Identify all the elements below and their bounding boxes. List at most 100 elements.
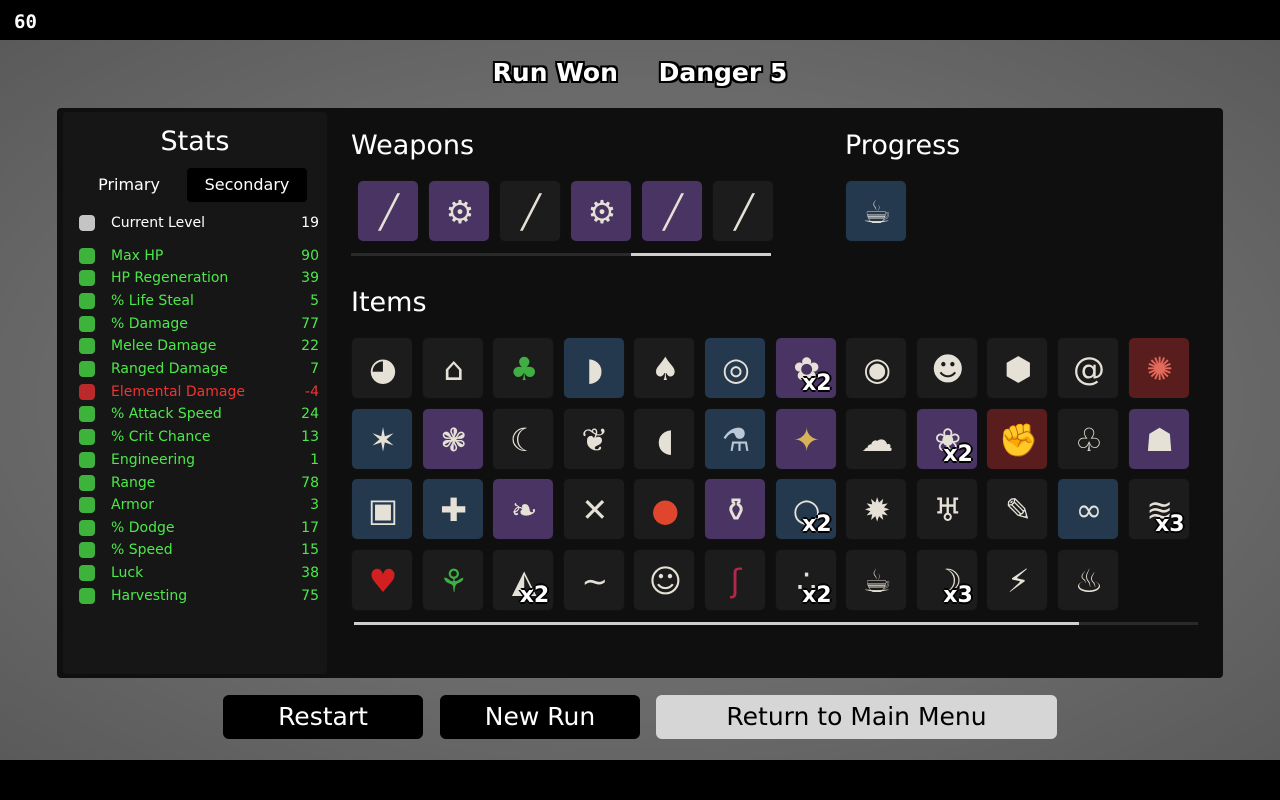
item-slot[interactable]: ~ bbox=[562, 549, 625, 612]
item-slot[interactable]: ☻ bbox=[915, 337, 978, 399]
item-slot[interactable]: ☺ bbox=[633, 549, 696, 612]
item-slot[interactable]: ⬢ bbox=[986, 337, 1049, 399]
item-slot[interactable]: ✊ bbox=[986, 407, 1049, 470]
weapon-slot[interactable]: ╱ bbox=[641, 180, 703, 242]
plant-pot-icon: ✿ bbox=[793, 350, 820, 388]
item-slot[interactable]: ♥ bbox=[351, 549, 413, 612]
weapons-scroll-thumb[interactable] bbox=[631, 253, 771, 256]
weapons-scrollbar[interactable] bbox=[351, 253, 771, 256]
item-slot[interactable]: ✦ bbox=[774, 407, 837, 470]
coal-icon: ⬢ bbox=[1004, 350, 1033, 388]
items-scroll-thumb[interactable] bbox=[354, 622, 1079, 625]
stick-icon: ╱ bbox=[734, 193, 754, 231]
item-slot[interactable]: ✹ bbox=[845, 478, 908, 541]
stat-value: 1 bbox=[310, 452, 319, 468]
item-slot[interactable]: ⌂ bbox=[421, 337, 484, 399]
saw-blade-icon: ⚙ bbox=[587, 193, 617, 231]
item-slot[interactable]: ⚘ bbox=[421, 549, 484, 612]
item-slot[interactable]: ☗ bbox=[1127, 407, 1190, 470]
sword-icon bbox=[79, 338, 95, 354]
item-slot[interactable]: ● bbox=[633, 478, 696, 541]
stat-value: 39 bbox=[301, 270, 319, 286]
item-slot[interactable]: @ bbox=[1057, 337, 1119, 399]
tab-primary[interactable]: Primary bbox=[98, 175, 160, 194]
tooth-icon: ♅ bbox=[933, 491, 963, 530]
item-slot[interactable]: ♧ bbox=[1057, 407, 1119, 470]
item-slot[interactable]: ❃ bbox=[421, 407, 484, 470]
item-slot[interactable]: ❦ bbox=[562, 407, 625, 470]
item-slot[interactable]: ▣ bbox=[351, 478, 413, 541]
item-slot[interactable]: ☽x3 bbox=[915, 549, 978, 612]
item-slot[interactable]: ♅ bbox=[915, 478, 978, 541]
weapon-slot[interactable]: ╱ bbox=[712, 180, 774, 242]
bottle-icon: ⚱ bbox=[722, 491, 750, 530]
stat-label: Current Level bbox=[111, 215, 205, 231]
item-slot[interactable]: ∞ bbox=[1057, 478, 1119, 541]
item-slot[interactable]: ☾ bbox=[492, 407, 555, 470]
items-scrollbar[interactable] bbox=[354, 622, 1198, 625]
dots-icon: ∴ bbox=[796, 562, 817, 601]
stat-label: Luck bbox=[111, 565, 144, 581]
progress-slot[interactable]: ☕ bbox=[845, 180, 907, 242]
item-slot[interactable]: ❧ bbox=[492, 478, 555, 541]
stat-value: 90 bbox=[301, 248, 319, 264]
stat-value: 5 bbox=[310, 293, 319, 309]
monkey-icon: ☺ bbox=[648, 562, 683, 601]
item-slot[interactable]: ∴x2 bbox=[774, 549, 837, 612]
weapon-slot[interactable]: ╱ bbox=[499, 180, 561, 242]
item-slot[interactable]: ≋x3 bbox=[1127, 478, 1190, 541]
item-slot[interactable]: ❀x2 bbox=[915, 407, 978, 470]
weapon-slot[interactable]: ⚙ bbox=[570, 180, 632, 242]
item-slot[interactable]: ♠ bbox=[633, 337, 696, 399]
bow-icon bbox=[79, 361, 95, 377]
turret-icon: ⌂ bbox=[443, 350, 464, 388]
item-quantity: x2 bbox=[943, 441, 973, 467]
item-slot[interactable]: ☁ bbox=[845, 407, 908, 470]
wheat-icon: ✦ bbox=[793, 420, 820, 459]
restart-button[interactable]: Restart bbox=[223, 695, 423, 739]
level-icon bbox=[79, 215, 95, 231]
saw-blade-icon: ⚙ bbox=[445, 193, 475, 231]
item-slot[interactable]: ⚗ bbox=[704, 407, 766, 470]
stat-row: Engineering 1 bbox=[75, 449, 319, 471]
item-slot[interactable]: ☕ bbox=[845, 549, 908, 612]
item-slot[interactable]: ◎ bbox=[704, 337, 766, 399]
item-slot[interactable]: ♣ bbox=[492, 337, 555, 399]
main-menu-button[interactable]: Return to Main Menu bbox=[656, 695, 1057, 739]
sprout-icon: ⚘ bbox=[439, 562, 468, 601]
item-slot[interactable]: ✺ bbox=[1127, 337, 1190, 399]
tab-secondary[interactable]: Secondary bbox=[187, 168, 307, 202]
item-slot[interactable]: ◗ bbox=[562, 337, 625, 399]
item-slot[interactable]: ʃ bbox=[704, 549, 766, 612]
item-slot[interactable]: ✚ bbox=[421, 478, 484, 541]
item-slot[interactable]: ○x2 bbox=[774, 478, 837, 541]
stat-value: 17 bbox=[301, 520, 319, 536]
item-slot[interactable]: ◭x2 bbox=[492, 549, 555, 612]
new-run-button[interactable]: New Run bbox=[440, 695, 640, 739]
weapon-slot[interactable]: ╱ bbox=[357, 180, 419, 242]
item-slot[interactable]: ⚡ bbox=[986, 549, 1049, 612]
item-slot[interactable]: ✕ bbox=[562, 478, 625, 541]
item-quantity: x2 bbox=[802, 371, 832, 396]
item-slot[interactable]: ⚱ bbox=[704, 478, 766, 541]
item-slot[interactable]: ✿x2 bbox=[774, 337, 837, 399]
boxing-glove-icon: ♥ bbox=[368, 562, 398, 601]
stat-label: % Speed bbox=[111, 542, 173, 558]
stat-label: % Attack Speed bbox=[111, 406, 222, 422]
weapon-slot[interactable]: ⚙ bbox=[428, 180, 490, 242]
arm-icon: ✊ bbox=[998, 420, 1039, 459]
item-slot[interactable]: ◕ bbox=[351, 337, 413, 399]
item-slot[interactable]: ✎ bbox=[986, 478, 1049, 541]
stat-label: HP Regeneration bbox=[111, 270, 229, 286]
item-slot[interactable]: ◉ bbox=[845, 337, 908, 399]
item-slot[interactable]: ✶ bbox=[351, 407, 413, 470]
item-slot[interactable]: ♨ bbox=[1057, 549, 1119, 612]
stat-label: Engineering bbox=[111, 452, 195, 468]
item-slot[interactable]: ◖ bbox=[633, 407, 696, 470]
stat-value: 22 bbox=[301, 338, 319, 354]
peacock-icon: ❀ bbox=[934, 420, 962, 459]
